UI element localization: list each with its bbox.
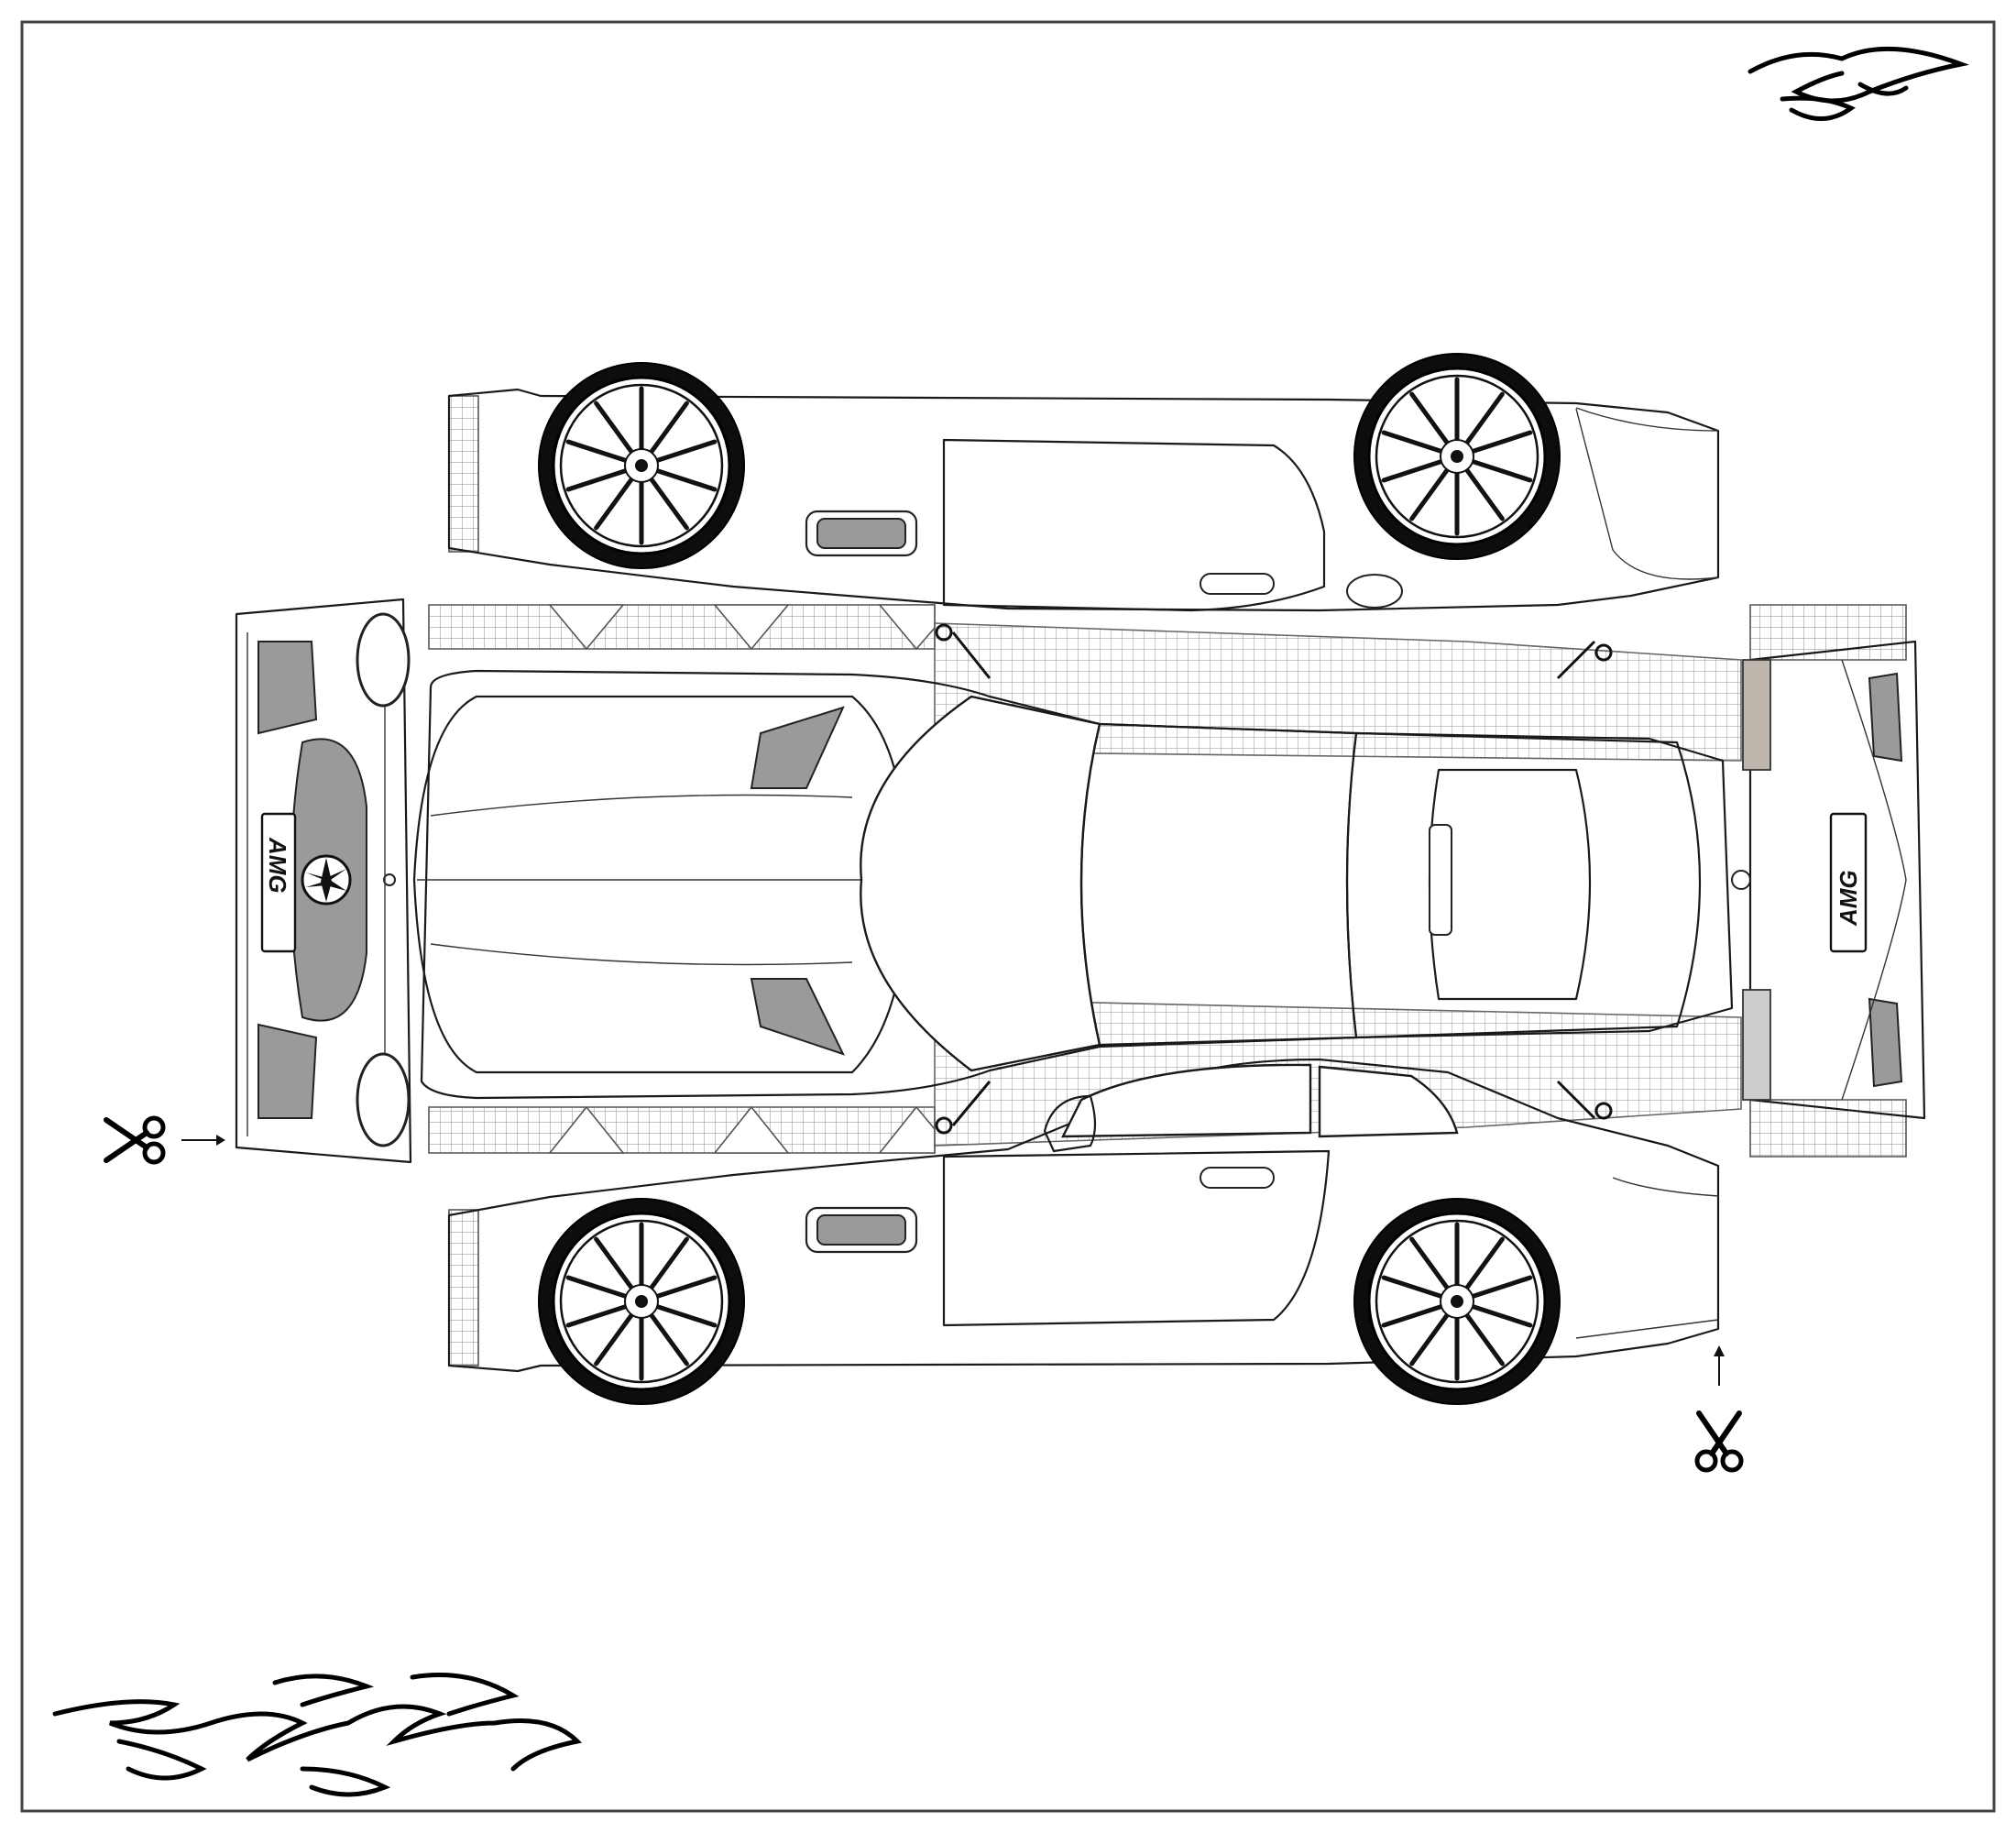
flame-ornament-bottom-left — [52, 1673, 583, 1797]
taillight-bottom — [1868, 997, 1903, 1088]
side-window — [1061, 1063, 1312, 1138]
front-license-plate — [260, 812, 297, 953]
arrow-left-cut — [181, 1135, 225, 1146]
hood-vent-bottom — [750, 978, 845, 1056]
hood-vent-top — [750, 706, 845, 789]
windshield — [860, 695, 1101, 1072]
door-handle — [1200, 573, 1275, 595]
wheel-front-bottom — [1354, 1199, 1560, 1404]
arrow-right-cut — [1714, 1345, 1725, 1386]
front-fascia-panel[interactable]: AMG — [235, 598, 412, 1164]
rear-window — [1428, 768, 1592, 1001]
quarter-window — [1318, 1065, 1459, 1138]
scissors-icon-left — [106, 1118, 163, 1162]
rear-fascia-panel[interactable]: AMG — [1742, 604, 1926, 1158]
wheel-front — [1354, 354, 1560, 559]
wheel-rear — [539, 363, 744, 568]
glue-strip-rear-bottom — [1749, 1099, 1907, 1158]
sheet-border — [20, 20, 1996, 1813]
front-amg-badge: AMG — [264, 837, 291, 894]
glue-tab — [448, 395, 479, 553]
side-mirror — [1043, 1094, 1097, 1153]
glue-tab-bottom — [448, 1209, 479, 1367]
door-handle-bottom — [1200, 1167, 1275, 1189]
glue-strip-top — [428, 604, 936, 650]
flame-ornament-top-right — [1748, 46, 1970, 121]
headlight-top — [257, 641, 318, 735]
side-panel-bottom[interactable] — [447, 1058, 1720, 1404]
scissors-icon-right — [1697, 1413, 1741, 1470]
roof-panel[interactable] — [383, 604, 1751, 1154]
side-panel-top[interactable] — [447, 354, 1720, 612]
rear-license-plate — [1829, 812, 1868, 953]
glue-strip-bottom — [428, 1106, 936, 1154]
headlight-bottom — [257, 1023, 318, 1119]
taillight-top — [1868, 672, 1903, 763]
rear-amg-badge: AMG — [1835, 870, 1862, 927]
wheel-rear-bottom — [539, 1199, 744, 1404]
